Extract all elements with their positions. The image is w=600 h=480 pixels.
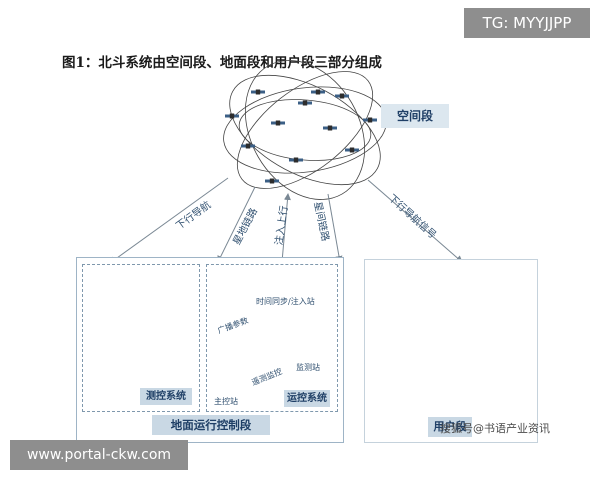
orbit-rings — [223, 60, 387, 200]
monitoring-subsystem-box — [82, 264, 200, 412]
operation-subsystem-box — [206, 264, 338, 412]
figure-title: 图1：北斗系统由空间段、地面段和用户段三部分组成 — [62, 55, 382, 71]
satellite-icons — [225, 89, 377, 184]
user-segment-panel — [364, 259, 538, 443]
monitoring-system-label: 测控系统 — [140, 388, 192, 405]
space-segment-label: 空间段 — [381, 104, 449, 128]
user-segment-label: 用户段 — [428, 417, 472, 437]
operation-system-label: 运控系统 — [284, 390, 330, 407]
link-arrows — [109, 177, 463, 264]
time-sync-label: 时间同步/注入站 — [256, 297, 315, 306]
ground-segment-label: 地面运行控制段 — [152, 415, 270, 435]
watermark-bottom: www.portal-ckw.com — [10, 440, 188, 470]
user-watermark: 搜狐号@书语产业资讯 — [440, 422, 550, 435]
watermark-top: TG: MYYJJPP — [464, 8, 590, 38]
monitor-station-label: 监测站 — [296, 363, 320, 372]
main-station-label: 主控站 — [214, 397, 238, 406]
